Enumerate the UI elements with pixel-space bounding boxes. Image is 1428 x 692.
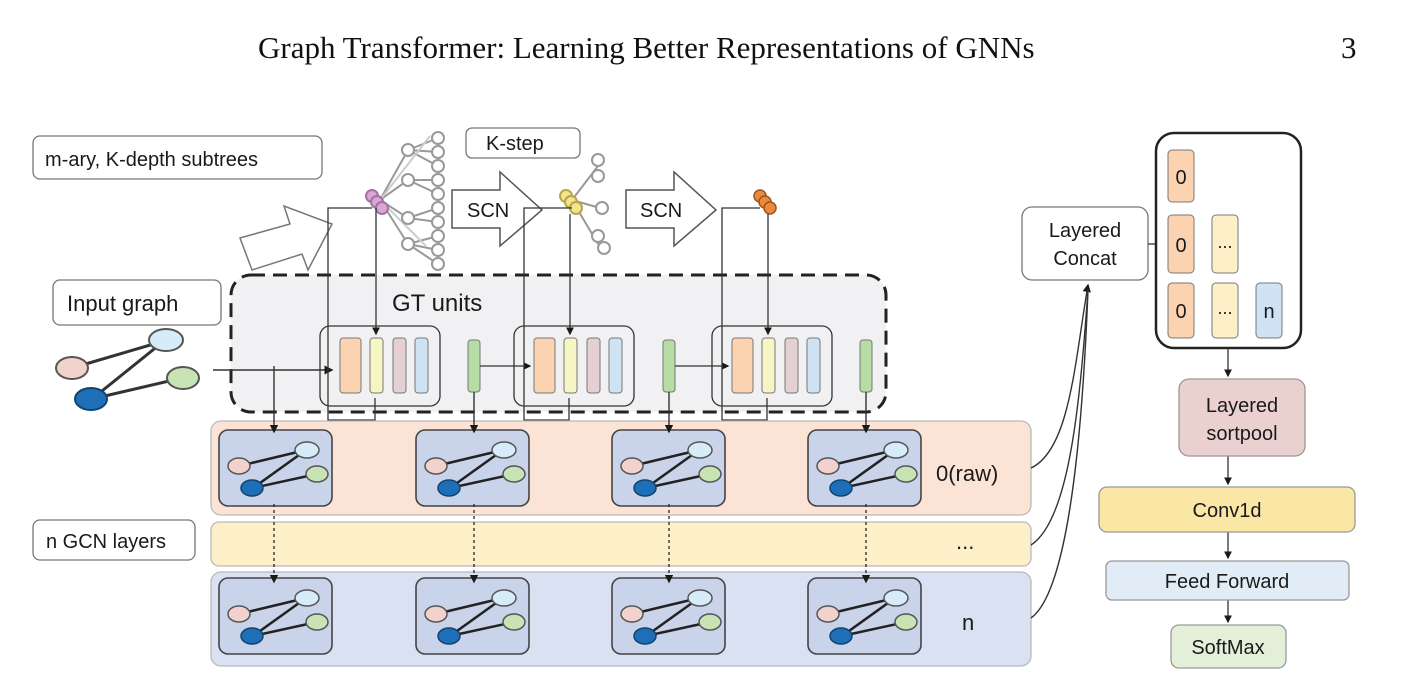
stack-zero-2: 0 — [1175, 235, 1186, 257]
subtree-large-icon — [365, 131, 445, 271]
softmax-label: SoftMax — [1191, 637, 1264, 659]
subtree-label: m-ary, K-depth subtrees — [45, 149, 258, 171]
gcn-label-box: n GCN layers — [32, 519, 196, 561]
kstep-label-box: K-step — [465, 127, 581, 159]
scn-label-2: SCN — [640, 200, 682, 222]
conv1d-box: Conv1d — [1098, 486, 1356, 533]
stack-n: n — [1263, 301, 1274, 323]
concat-label-2: Concat — [1053, 248, 1117, 270]
input-label-box: Input graph — [52, 279, 222, 326]
sortpool-label-2: sortpool — [1206, 423, 1277, 445]
subtree-medium-icon — [559, 153, 611, 255]
feed-forward-box: Feed Forward — [1105, 560, 1350, 601]
graph-tile — [218, 429, 333, 507]
gt-units-label: GT units — [392, 290, 482, 317]
stack-zero-3: 0 — [1175, 301, 1186, 323]
stack-dots-2: ... — [1217, 298, 1232, 318]
row-n-label: n — [962, 610, 974, 635]
gcn-label: n GCN layers — [46, 531, 166, 553]
graph-tile — [611, 577, 726, 655]
scn-label-1: SCN — [467, 200, 509, 222]
input-arrow-icon — [239, 204, 334, 272]
stack-dots-1: ... — [1217, 232, 1232, 252]
subtree-small-icon — [753, 189, 777, 215]
layered-sortpool-box: Layered sortpool — [1178, 378, 1306, 457]
conv1d-label: Conv1d — [1193, 500, 1262, 522]
page-header-title: Graph Transformer: Learning Better Repre… — [258, 30, 1035, 65]
graph-tile — [807, 429, 922, 507]
kstep-label: K-step — [486, 133, 544, 155]
gt-unit-2 — [513, 325, 676, 407]
graph-tiles — [218, 429, 922, 655]
row-raw-label: 0(raw) — [936, 461, 998, 486]
graph-tile — [807, 577, 922, 655]
input-graph-icon — [55, 328, 200, 411]
graph-tile — [415, 429, 530, 507]
softmax-box: SoftMax — [1170, 624, 1287, 669]
concat-label-1: Layered — [1049, 220, 1121, 242]
subtree-label-box: m-ary, K-depth subtrees — [32, 135, 323, 180]
sortpool-label-1: Layered — [1206, 395, 1278, 417]
gt-unit-1 — [319, 325, 481, 407]
stack-zero-1: 0 — [1175, 167, 1186, 189]
layered-concat-box: Layered Concat — [1021, 206, 1149, 281]
graph-tile — [415, 577, 530, 655]
row-mid-label: ... — [956, 529, 974, 554]
scn-arrow-1: SCN — [451, 170, 544, 248]
scn-arrow-2: SCN — [625, 170, 718, 248]
feed-forward-label: Feed Forward — [1165, 571, 1290, 593]
gt-unit-3 — [711, 325, 873, 407]
input-label: Input graph — [67, 291, 178, 316]
layer-stack-box: 0 0 ... 0 ... n — [1154, 131, 1303, 350]
graph-tile — [611, 429, 726, 507]
graph-tile — [218, 577, 333, 655]
row-mid — [210, 521, 1032, 567]
page-number: 3 — [1341, 30, 1357, 65]
